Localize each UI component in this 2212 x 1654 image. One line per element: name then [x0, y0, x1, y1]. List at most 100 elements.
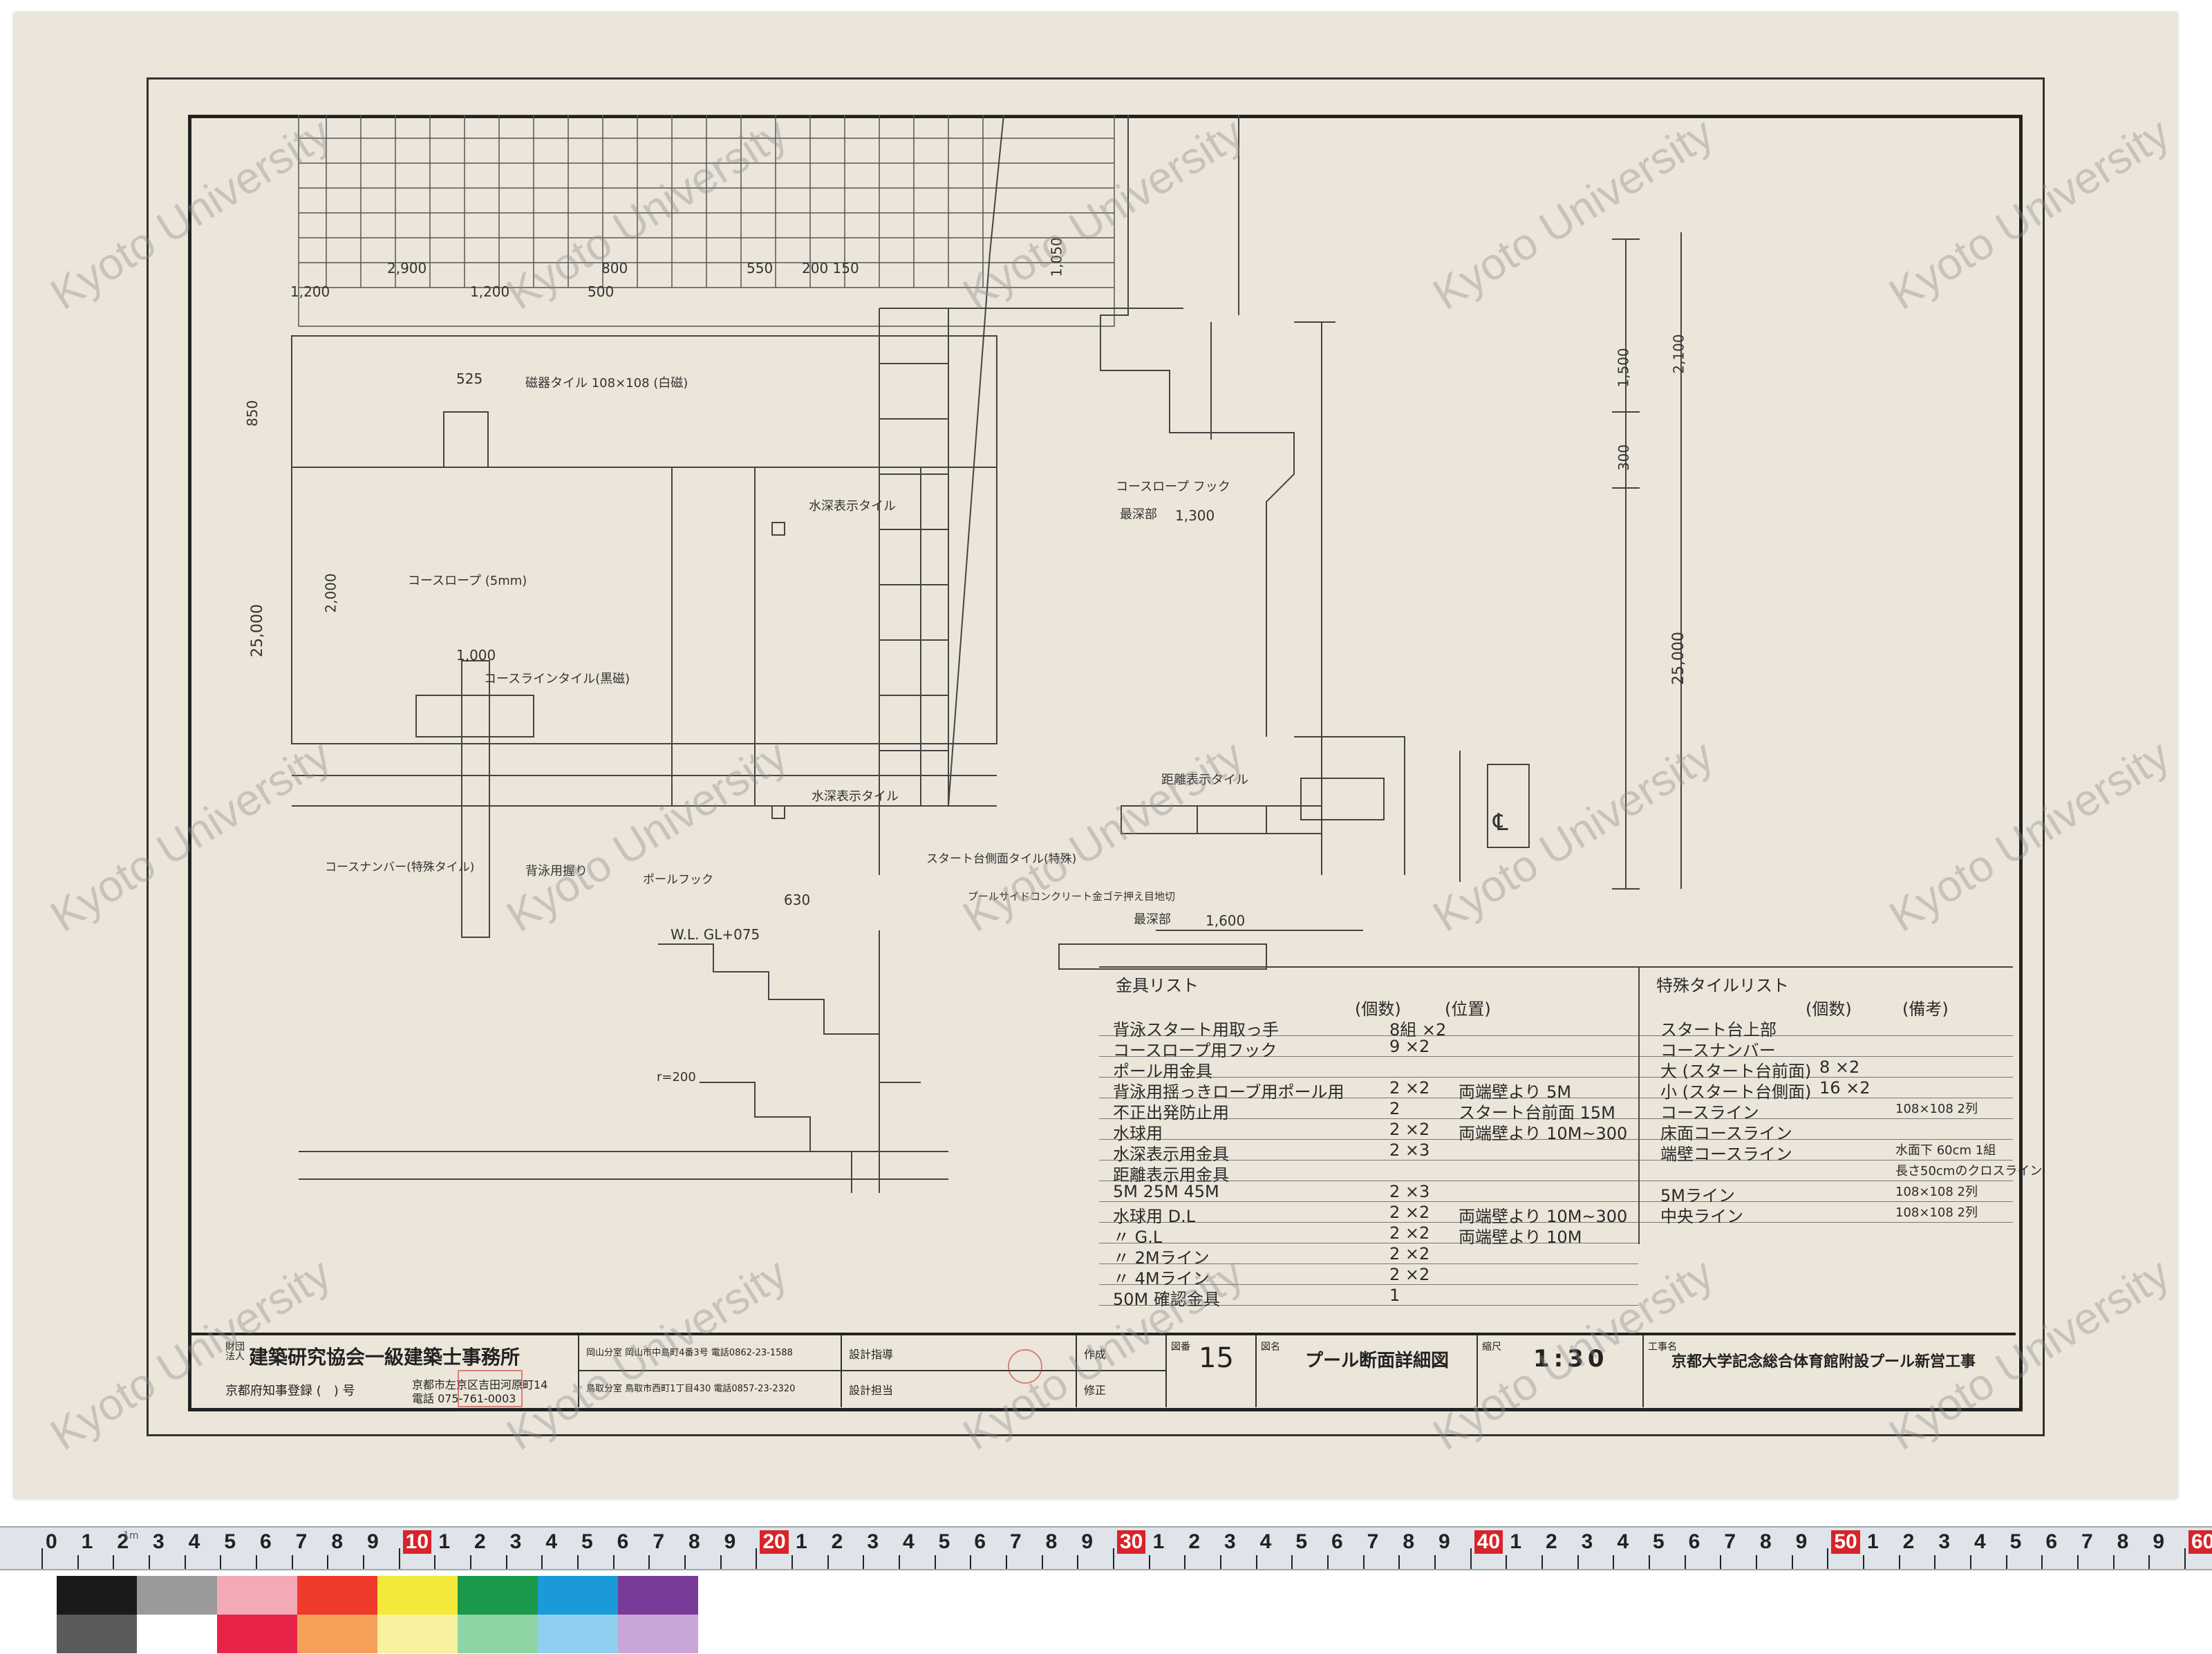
- fittings-pos: 両端壁より 5M: [1459, 1082, 1572, 1102]
- ruler-label: 3: [153, 1530, 165, 1553]
- branch-cell: 岡山分室 岡山市中島町4番3号 電話0862-23-1588 鳥取分室 鳥取市西…: [578, 1335, 842, 1407]
- ruler-label: 2: [1546, 1530, 1557, 1553]
- color-patch: [137, 1576, 217, 1615]
- dim-800: 800: [601, 260, 628, 276]
- ruler-label: 7: [295, 1530, 308, 1553]
- fittings-col-count: (個数): [1355, 999, 1401, 1019]
- fittings-name: 水球用 D.L: [1113, 1207, 1196, 1226]
- ruler-tick: [1756, 1555, 1757, 1569]
- ruler-tick: [827, 1555, 829, 1569]
- ruler-unit: 1m: [123, 1530, 139, 1541]
- ruler-label: 8: [688, 1530, 700, 1553]
- ruler-tick: [1362, 1555, 1365, 1569]
- note-water-depth-tile: 水深表示タイル: [809, 499, 896, 514]
- ruler-tick: [1398, 1555, 1400, 1569]
- drawing-no: 15: [1199, 1342, 1234, 1374]
- tile-list: 特殊タイルリスト (個数) (備考) スタート台上部コースナンバー大 (スタート…: [1638, 966, 2042, 1244]
- ruler-tick: [398, 1548, 400, 1569]
- ruler-label: 1: [1867, 1530, 1879, 1553]
- ruler-label: 40: [1474, 1530, 1503, 1554]
- ruler-tick: [720, 1555, 722, 1569]
- fittings-count: 2 ×2: [1389, 1078, 1430, 1098]
- project-label: 工事名: [1648, 1342, 1677, 1353]
- ruler-tick: [756, 1548, 758, 1569]
- fittings-name: 50M 確認金具: [1113, 1290, 1220, 1309]
- ruler-tick: [934, 1555, 936, 1569]
- ruler-label: 9: [1795, 1530, 1808, 1553]
- drawing-name-cell: 図名 プール断面詳細図: [1255, 1335, 1478, 1407]
- fittings-pos: 両端壁より 10M~300: [1459, 1207, 1628, 1226]
- dim-2900: 2,900: [387, 260, 427, 276]
- dim-2000: 2,000: [322, 573, 339, 613]
- wall-section: [1058, 115, 1530, 970]
- table-row: [1640, 1222, 2013, 1223]
- ruler-label: 9: [1438, 1530, 1450, 1553]
- ruler-label: 8: [1403, 1530, 1415, 1553]
- tile-note: 水面下 60cm 1組: [1895, 1143, 1996, 1158]
- ruler-label: 8: [2117, 1530, 2129, 1553]
- ruler-label: 2: [474, 1530, 486, 1553]
- table-row: [1099, 1222, 1638, 1223]
- outer-border: [147, 77, 2045, 1436]
- ruler-label: 5: [581, 1530, 593, 1553]
- ruler-label: 6: [974, 1530, 986, 1553]
- table-row: [1640, 1201, 2013, 1202]
- note-course-number-tile: コースナンバー(特殊タイル): [325, 861, 475, 874]
- inspector-seal: [1008, 1349, 1042, 1384]
- drawing-sheet: [14, 12, 2177, 1498]
- table-row: [1099, 1263, 1638, 1264]
- fittings-name: 距離表示用金具: [1113, 1165, 1229, 1185]
- ruler-tick: [1791, 1555, 1793, 1569]
- table-row: [1099, 1056, 1638, 1057]
- ruler-tick: [899, 1555, 900, 1569]
- drawing-name-label: 図名: [1261, 1342, 1280, 1353]
- note-dist-tile: 距離表示タイル: [1161, 773, 1248, 787]
- ruler-label: 5: [938, 1530, 950, 1553]
- ruler-label: 7: [653, 1530, 665, 1553]
- ruler-tick: [1684, 1555, 1686, 1569]
- tile-name: コースライン: [1660, 1103, 1759, 1122]
- design-cell: 設計指導 設計担当: [841, 1335, 1077, 1407]
- dim-300: 300: [1615, 444, 1633, 471]
- ruler-label: 2: [1188, 1530, 1201, 1553]
- ruler-label: 6: [260, 1530, 272, 1553]
- ruler-label: 9: [2153, 1530, 2165, 1553]
- fittings-count: 1: [1389, 1286, 1400, 1305]
- fittings-title: 金具リスト: [1116, 976, 1199, 995]
- table-row: [1640, 1077, 2013, 1078]
- ruler-label: 3: [1581, 1530, 1593, 1553]
- ruler-label: 9: [367, 1530, 379, 1553]
- ruler-tick: [363, 1555, 364, 1569]
- fittings-count: 2 ×2: [1389, 1120, 1430, 1139]
- project-cell: 工事名 京都大学記念総合体育館附設プール新営工事: [1642, 1335, 2017, 1407]
- fittings-count: 2 ×3: [1389, 1182, 1430, 1201]
- fittings-pos: 両端壁より 10M~300: [1459, 1124, 1628, 1143]
- table-row: [1640, 1118, 2013, 1119]
- fittings-count: 2 ×2: [1389, 1244, 1430, 1263]
- fittings-name: コースロープ用フック: [1113, 1041, 1277, 1060]
- tile-col-count: (個数): [1806, 999, 1852, 1019]
- tile-col-note: (備考): [1902, 999, 1949, 1019]
- note-tile-note: プールサイドコンクリート金ゴテ押え目地切: [968, 890, 1176, 903]
- ruler-tick: [1898, 1555, 1900, 1569]
- color-patch: [458, 1615, 538, 1653]
- dim-1200a: 1,200: [290, 283, 330, 300]
- stair-section: [299, 115, 1183, 1193]
- tile-note: 108×108 2列: [1895, 1102, 1978, 1116]
- tile-count: 8 ×2: [1819, 1058, 1860, 1077]
- table-row: [1099, 1077, 1638, 1078]
- color-patch: [217, 1576, 297, 1615]
- fittings-name: 5M 25M 45M: [1113, 1182, 1219, 1201]
- ruler-label: 50: [1831, 1530, 1860, 1554]
- ruler-tick: [612, 1555, 615, 1569]
- note-course-rope: コースロープ (5mm): [408, 574, 527, 588]
- ruler-tick: [684, 1555, 686, 1569]
- ruler-tick: [1613, 1555, 1615, 1569]
- org-name: 建築研究協会一級建築士事務所: [249, 1346, 521, 1369]
- scale-cell: 縮尺 1:30: [1477, 1335, 1644, 1407]
- dim-1300: 1,300: [1175, 507, 1215, 524]
- design-guide: 設計指導: [849, 1348, 894, 1361]
- ruler-label: 10: [402, 1530, 432, 1554]
- tile-name: 中央ライン: [1660, 1207, 1743, 1226]
